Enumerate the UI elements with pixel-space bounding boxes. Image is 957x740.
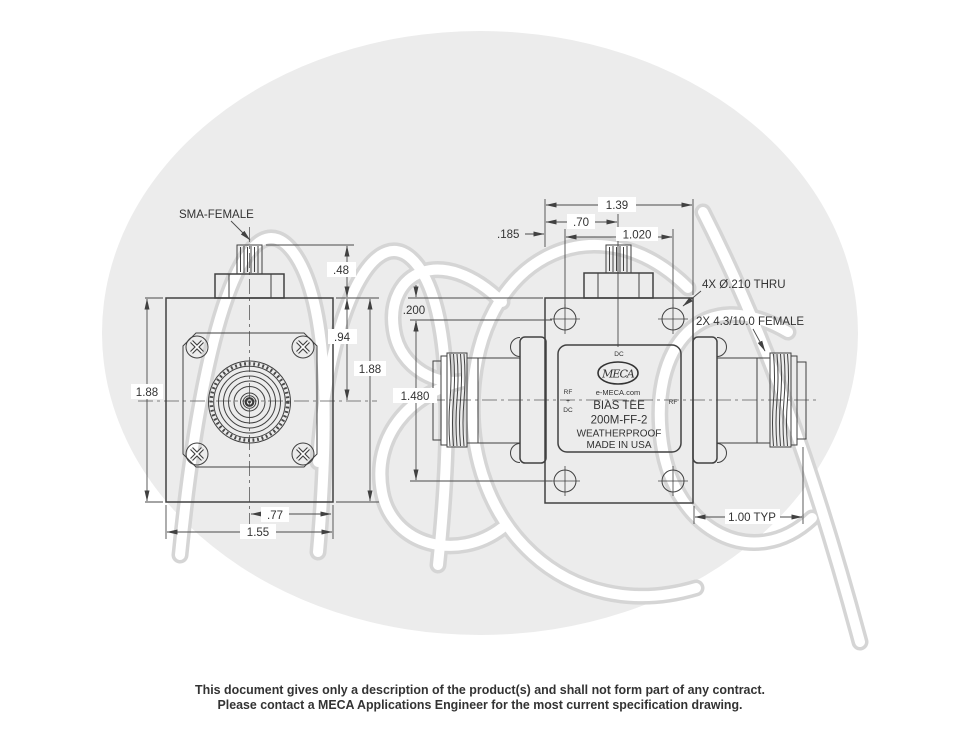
label-website: e-MECA.com (596, 388, 641, 397)
dim-hole-top-offset: .200 (403, 305, 425, 317)
side-sma-threads (609, 246, 628, 272)
device-label-plate: DC MECA e-MECA.com BIAS TEE 200M-FF-2 WE… (557, 344, 682, 453)
label-origin: MADE IN USA (586, 440, 651, 451)
dim-height-right: 1.88 (359, 364, 381, 376)
left-connector-threads (448, 353, 466, 447)
side-extension-lines (408, 199, 804, 524)
right-connector-threads (772, 353, 789, 447)
front-screws (185, 335, 315, 466)
dim-height-left: 1.88 (136, 387, 158, 399)
left-flange-lug (510, 337, 521, 357)
screw (185, 442, 209, 466)
dim-half-width: .77 (267, 510, 283, 522)
footer-line1: This document gives only a description o… (195, 683, 765, 697)
label-plus-left: + (566, 398, 570, 405)
front-body (165, 297, 334, 503)
label-rf-left: RF (564, 389, 573, 396)
left-flange-lug (510, 443, 521, 463)
note-holes-leader (682, 290, 702, 307)
side-view: DC MECA e-MECA.com BIAS TEE 200M-FF-2 WE… (393, 197, 820, 524)
dim-sma-offset: .70 (573, 217, 589, 229)
dim-hole-edge-offset: .185 (497, 229, 519, 241)
front-view: SMA-FEMALE 1.88 .48 .94 (131, 209, 386, 539)
meca-logo-ellipse (597, 361, 639, 385)
note-connectors-leader (752, 328, 766, 352)
mounting-hole (658, 466, 688, 496)
screw (291, 442, 315, 466)
dim-connector-length: 1.00 TYP (728, 512, 776, 524)
side-sma-connector (583, 244, 654, 299)
sma-female-label: SMA-FEMALE (179, 209, 254, 221)
label-rf-right: RF (669, 399, 678, 406)
side-right-connector (692, 336, 807, 464)
label-rating: WEATHERPROOF (577, 429, 662, 440)
footer-line2: Please contact a MECA Applications Engin… (218, 698, 743, 712)
dim-width: 1.55 (247, 527, 269, 539)
meca-watermark (102, 31, 869, 651)
label-product: BIAS TEE (593, 400, 645, 412)
note-connectors: 2X 4.3/10.0 FEMALE (696, 316, 804, 328)
front-connector-face (208, 360, 291, 444)
label-dc-top: DC (614, 351, 624, 358)
dim-side-width: 1.39 (606, 200, 628, 212)
side-mounting-holes (550, 304, 688, 496)
dim-center-offset: .94 (334, 332, 351, 344)
front-dimensions: 1.88 .48 .94 1.88 .77 1.55 (131, 245, 386, 539)
note-holes: 4X Ø.210 THRU (702, 279, 786, 291)
footer-disclaimer: This document gives only a description o… (195, 683, 765, 712)
label-dc-left: DC (563, 407, 573, 414)
side-dimensions: 1.39 .70 1.020 .185 .200 1.480 1.00 TYP (393, 197, 803, 524)
right-flange-lug (716, 443, 727, 463)
meca-logo-text: MECA (601, 368, 635, 381)
mounting-hole (550, 466, 580, 496)
label-model: 200M-FF-2 (591, 415, 648, 427)
side-callouts: 4X Ø.210 THRU 2X 4.3/10.0 FEMALE (682, 279, 804, 352)
dim-hole-vspacing: 1.480 (401, 391, 430, 403)
sma-female-leader (230, 220, 251, 241)
front-extension-lines (145, 244, 379, 539)
dim-hole-spacing: 1.020 (623, 230, 652, 242)
dim-connector-height: .48 (333, 265, 349, 277)
screw (291, 335, 315, 359)
right-flange-lug (716, 337, 727, 357)
screw (185, 335, 209, 359)
front-sma-threads (240, 246, 259, 273)
